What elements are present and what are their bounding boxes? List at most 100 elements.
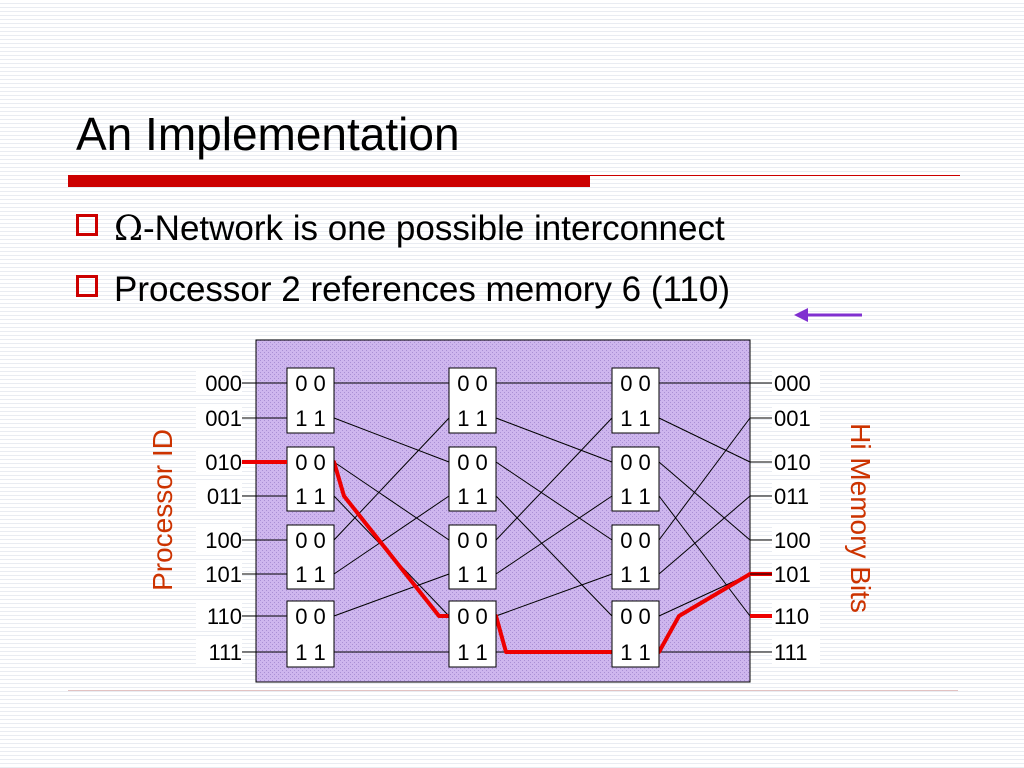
switch-body: [286, 367, 335, 434]
processor-id: 010: [205, 450, 242, 475]
switch-port-label-top: 0 0: [295, 528, 326, 553]
switch-box: 0 01 1: [286, 600, 335, 668]
output-wire: [658, 417, 751, 541]
switch-body: [611, 367, 660, 434]
bullet-text: -Network is one possible interconnect: [143, 209, 725, 248]
memory-id: 111: [774, 640, 807, 665]
switch-body: [448, 524, 497, 590]
bullet-list: Ω-Network is one possible interconnect P…: [76, 206, 730, 328]
square-bullet-icon: [76, 214, 98, 236]
switch-port-label-top: 0 0: [295, 604, 326, 629]
bullet-text: Processor 2 references memory 6 (110): [114, 270, 730, 309]
memory-id-bg: [772, 560, 820, 586]
switch-port-label-bottom: 1 1: [620, 406, 651, 431]
switch-port-label-top: 0 0: [620, 450, 651, 475]
network-panel: [255, 339, 751, 683]
processor-id-label: Processor ID: [147, 429, 178, 591]
processor-id: 110: [207, 604, 242, 629]
switch-port-label-bottom: 1 1: [457, 484, 488, 509]
hi-memory-bits-label: Hi Memory Bits: [845, 423, 876, 613]
switch-port-label-bottom: 1 1: [295, 484, 326, 509]
processor-id: 000: [205, 371, 242, 396]
processor-id: 001: [205, 406, 242, 431]
square-bullet-icon: [76, 275, 98, 297]
route-path: [242, 460, 772, 654]
memory-id: 101: [774, 562, 811, 587]
shuffle-wire: [495, 573, 613, 617]
memory-id-bg: [772, 482, 820, 508]
switch-port-label-bottom: 1 1: [620, 562, 651, 587]
shuffle-wire: [333, 461, 450, 541]
switch-body: [611, 446, 660, 512]
memory-id: 110: [774, 604, 809, 629]
switch-box: 0 01 1: [611, 446, 660, 512]
processor-id-bg: [196, 448, 242, 474]
switch-port-label-bottom: 1 1: [457, 562, 488, 587]
shuffle-wire: [333, 417, 450, 463]
switch-port-label-bottom: 1 1: [620, 484, 651, 509]
shuffle-wire: [333, 495, 450, 575]
switch-port-label-top: 0 0: [457, 528, 488, 553]
switch-port-label-bottom: 1 1: [457, 406, 488, 431]
bullet-processor-reference: Processor 2 references memory 6 (110): [76, 267, 730, 313]
memory-id-bg: [772, 526, 820, 552]
switch-port-label-bottom: 1 1: [457, 640, 488, 665]
output-wire: [658, 495, 751, 575]
processor-id: 111: [209, 640, 242, 665]
shuffle-wire: [495, 495, 613, 617]
processor-id: 101: [205, 562, 242, 587]
output-wire: [658, 417, 751, 463]
switch-layer: 0 01 10 01 10 01 10 01 10 01 10 01 10 01…: [286, 367, 660, 668]
processor-id-bg: [196, 560, 242, 586]
switch-box: 0 01 1: [286, 524, 335, 590]
shuffle-wire: [333, 417, 450, 541]
processor-id-bg: [196, 482, 242, 508]
memory-id-bg: [772, 448, 820, 474]
shuffle-wire: [495, 461, 613, 541]
switch-body: [448, 446, 497, 512]
title-underline-thin: [590, 175, 960, 176]
switch-port-label-top: 0 0: [457, 604, 488, 629]
switch-box: 0 01 1: [611, 600, 660, 668]
output-wire: [658, 495, 751, 617]
omega-symbol: Ω: [114, 209, 144, 249]
processor-id-bg: [196, 638, 242, 664]
shuffle-wire: [333, 573, 450, 617]
switch-port-label-bottom: 1 1: [295, 640, 326, 665]
processor-id: 100: [205, 528, 242, 553]
memory-id-bg: [772, 638, 820, 664]
slide-title: An Implementation: [76, 108, 460, 160]
memory-id-bg: [772, 369, 820, 395]
switch-box: 0 01 1: [611, 367, 660, 434]
switch-port-label-bottom: 1 1: [295, 406, 326, 431]
switch-port-label-top: 0 0: [620, 371, 651, 396]
switch-box: 0 01 1: [611, 524, 660, 590]
output-wire: [658, 461, 751, 541]
footer-rule: [68, 690, 958, 691]
switch-body: [286, 524, 335, 590]
bit-arrow-icon: [794, 308, 862, 322]
switch-box: 0 01 1: [286, 367, 335, 434]
memory-id: 001: [774, 406, 811, 431]
switch-body: [448, 600, 497, 668]
switch-box: 0 01 1: [448, 367, 497, 434]
switch-body: [611, 524, 660, 590]
memory-id-bg: [772, 602, 820, 628]
switch-port-label-top: 0 0: [295, 450, 326, 475]
memory-id: 010: [774, 450, 811, 475]
switch-body: [286, 446, 335, 512]
shuffle-wire: [495, 495, 613, 575]
processor-id-bg: [196, 602, 242, 628]
shuffle-wire: [495, 417, 613, 541]
switch-port-label-bottom: 1 1: [620, 640, 651, 665]
switch-body: [611, 600, 660, 668]
switch-box: 0 01 1: [448, 524, 497, 590]
processor-id-bg: [196, 526, 242, 552]
switch-port-label-top: 0 0: [620, 528, 651, 553]
switch-port-label-top: 0 0: [457, 371, 488, 396]
bullet-omega-network: Ω-Network is one possible interconnect: [76, 206, 730, 252]
switch-box: 0 01 1: [448, 600, 497, 668]
memory-id-bg: [772, 404, 820, 430]
